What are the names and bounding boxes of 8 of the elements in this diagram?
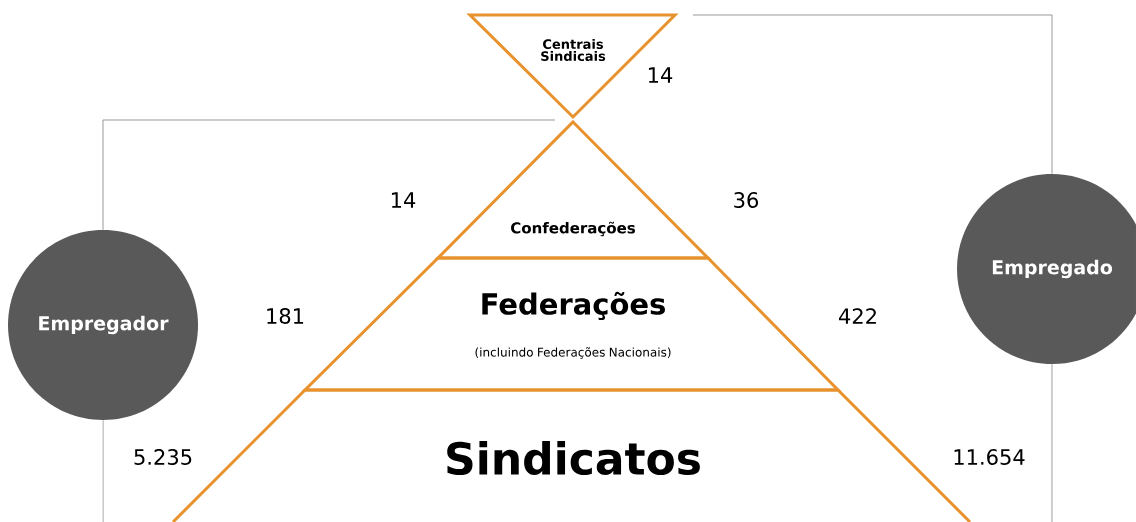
count-label: 11.654 — [954, 449, 1025, 465]
connector-line — [692, 14, 1053, 175]
count-label: 14 — [648, 67, 673, 83]
count-label: 5.235 — [134, 449, 192, 465]
count-label: 36 — [734, 192, 759, 208]
count-label: 14 — [391, 192, 416, 208]
connector-line — [102, 419, 104, 522]
connector-line — [1051, 363, 1053, 522]
